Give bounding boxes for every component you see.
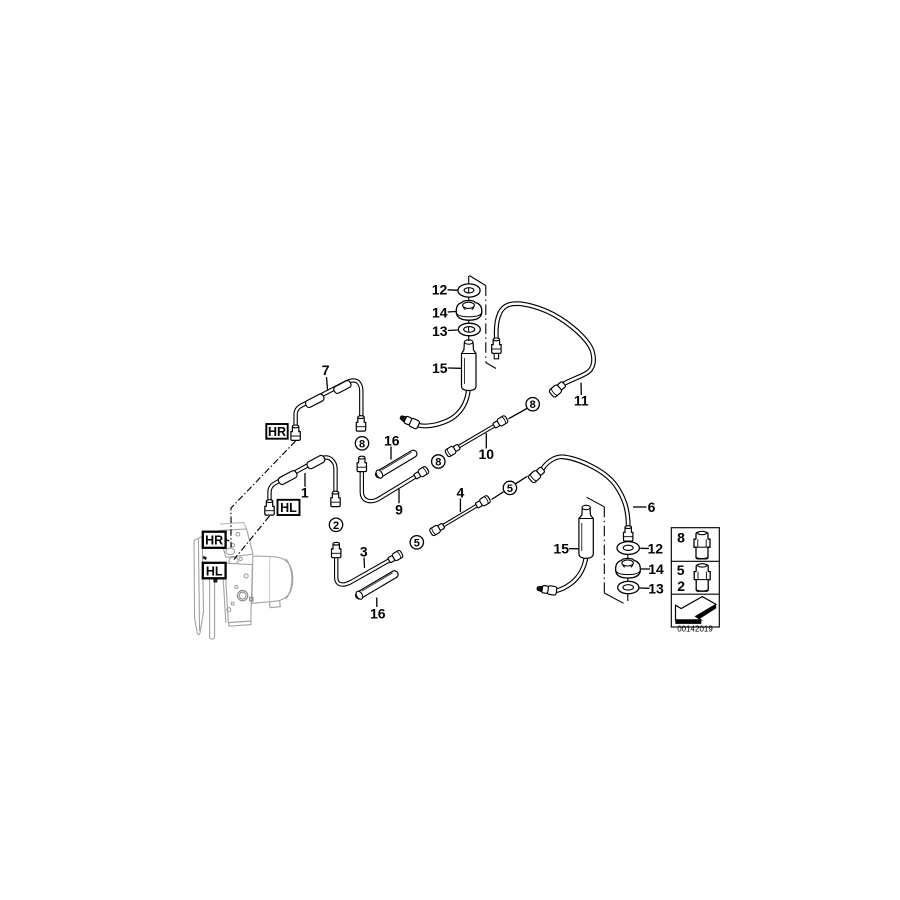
- svg-text:13: 13: [648, 580, 664, 596]
- svg-text:4: 4: [457, 485, 465, 501]
- svg-text:2: 2: [677, 578, 685, 594]
- svg-text:11: 11: [574, 392, 589, 408]
- svg-text:15: 15: [432, 360, 448, 376]
- svg-text:15: 15: [553, 540, 569, 556]
- svg-text:6: 6: [648, 499, 656, 515]
- svg-text:2: 2: [333, 520, 339, 532]
- svg-text:12: 12: [432, 282, 448, 298]
- svg-text:14: 14: [648, 561, 664, 577]
- svg-text:3: 3: [360, 543, 368, 559]
- svg-text:8: 8: [435, 457, 441, 469]
- svg-text:HR: HR: [205, 534, 223, 548]
- svg-text:1: 1: [301, 484, 309, 500]
- svg-text:HR: HR: [268, 425, 286, 439]
- svg-text:HL: HL: [206, 564, 223, 578]
- svg-text:14: 14: [432, 305, 448, 321]
- svg-text:16: 16: [384, 433, 400, 449]
- svg-text:10: 10: [479, 446, 495, 462]
- svg-text:8: 8: [359, 438, 365, 450]
- svg-text:5: 5: [507, 483, 513, 495]
- svg-text:8: 8: [530, 399, 536, 411]
- svg-text:5: 5: [677, 562, 685, 578]
- svg-text:00142019: 00142019: [677, 625, 713, 634]
- svg-text:13: 13: [432, 323, 448, 339]
- svg-text:12: 12: [648, 541, 664, 557]
- svg-text:8: 8: [677, 529, 685, 545]
- svg-text:5: 5: [414, 537, 420, 549]
- svg-text:HL: HL: [280, 501, 297, 515]
- svg-text:7: 7: [322, 362, 330, 378]
- svg-text:9: 9: [395, 501, 403, 517]
- svg-text:16: 16: [370, 605, 386, 621]
